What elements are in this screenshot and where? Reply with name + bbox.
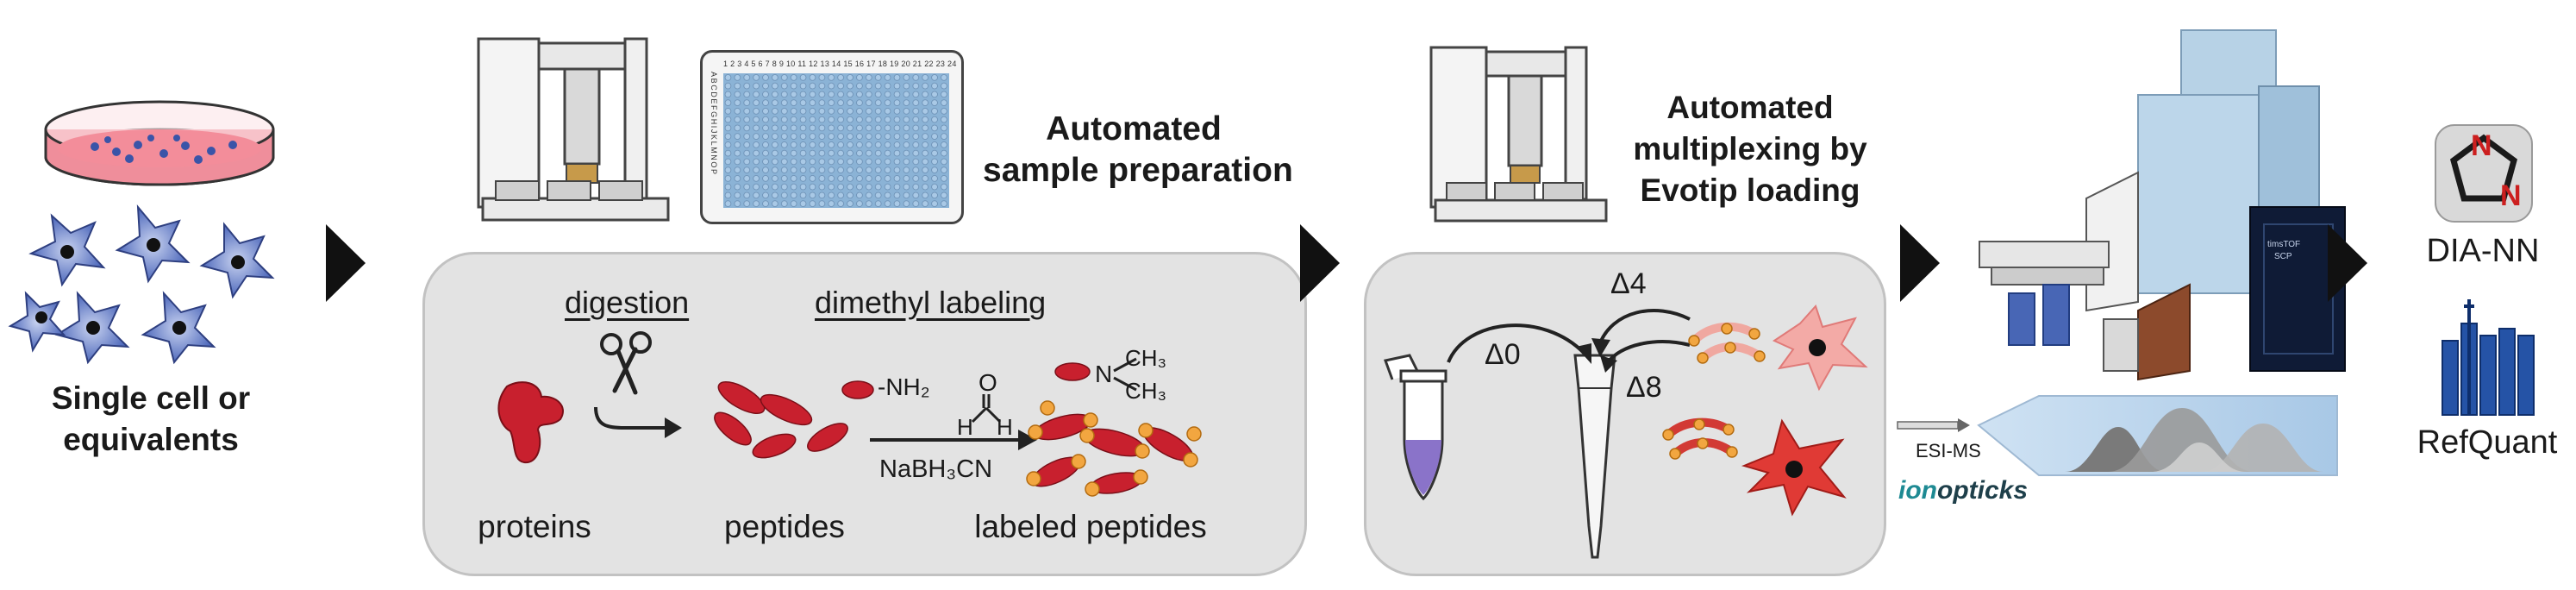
labeled-peptides-label: labeled peptides — [974, 509, 1207, 544]
delta0-label: Δ0 — [1485, 338, 1521, 371]
dimethyl-bonds — [1113, 357, 1137, 392]
step-arrow-icon — [1300, 224, 1340, 302]
methyl-bottom: CH₃ — [1125, 378, 1167, 404]
dia-nn-app-icon — [2435, 124, 2533, 223]
labeling-arrow — [870, 430, 1037, 450]
formaldehyde-h-left: H — [957, 414, 973, 440]
sample-tube-icon — [1384, 354, 1447, 501]
step3-title-line2: multiplexing by — [1633, 131, 1867, 166]
dimethyl-labeling-label: dimethyl labeling — [815, 285, 1047, 320]
refquant-label: RefQuant — [2417, 424, 2558, 461]
formaldehyde-bonds — [971, 394, 1002, 424]
dimethyl-n: N — [1095, 361, 1113, 387]
formaldehyde-oxygen: O — [979, 369, 997, 396]
ms-label1: timsTOF — [2267, 240, 2301, 249]
petri-dish-icon — [44, 100, 275, 186]
proteins-label: proteins — [478, 509, 591, 544]
brand-part-b: opticks — [1937, 476, 2029, 505]
digestion-arrow — [594, 406, 682, 438]
scissors-icon — [600, 331, 652, 395]
ionopticks-logo: ionopticks — [1898, 476, 2028, 505]
nh2-text: NH₂ — [885, 373, 930, 400]
nh2-label: -NH₂ — [878, 373, 930, 400]
dimethyl-peptide-icon — [1054, 362, 1091, 381]
plate-row-letters: ABCDEFGHIJKLMNOP — [710, 72, 718, 176]
pink-cell-icon — [1772, 304, 1868, 392]
multiplexing-panel — [1364, 252, 1886, 576]
peptides-label: peptides — [724, 509, 845, 544]
reagent-label: NaBH₃CN — [879, 455, 993, 483]
plate-column-numbers: 1 2 3 4 5 6 7 8 9 10 11 12 13 14 15 16 1… — [723, 60, 957, 68]
amine-peptide-icon — [841, 380, 874, 399]
sample-prep-panel — [422, 252, 1307, 576]
protein-icon — [497, 381, 564, 464]
methyl-top: CH₃ — [1125, 345, 1167, 371]
ms-label2: SCP — [2274, 252, 2292, 261]
esi-spray-icon — [1897, 395, 2338, 476]
labeled-peptides-icon — [1026, 400, 1202, 497]
labeled-peptides-small-icon — [1662, 417, 1738, 460]
dia-nn-label: DIA-NN — [2426, 233, 2540, 269]
red-cell-icon — [1741, 418, 1847, 517]
delta8-label: Δ8 — [1626, 371, 1662, 404]
step1-label: Single cell or equivalents — [51, 380, 251, 457]
mass-spectrometer-icon — [1979, 29, 2346, 381]
multiplex-arrows — [1447, 309, 1691, 373]
digestion-label: digestion — [565, 285, 690, 320]
liquid-handler-icon — [477, 37, 670, 222]
peptide-fragments-icon — [714, 381, 848, 459]
step-arrow-icon — [2328, 224, 2367, 302]
labeled-peptides-small-icon — [1688, 322, 1766, 364]
well-plate: 1 2 3 4 5 6 7 8 9 10 11 12 13 14 15 16 1… — [700, 50, 964, 224]
liquid-handler-icon — [1429, 46, 1608, 223]
evotip-icon — [1573, 354, 1616, 559]
dia-nn-icon-n-bottom: N — [2500, 179, 2522, 212]
dia-nn-icon-n-top: N — [2471, 129, 2492, 162]
step-arrow-icon — [1900, 224, 1940, 302]
delta4-label: Δ4 — [1610, 267, 1647, 300]
esi-ms-label: ESI-MS — [1916, 440, 1981, 461]
refquant-icon — [2442, 299, 2535, 416]
brand-part-a: ion — [1898, 476, 1937, 505]
step3-title-line1: Automated — [1666, 90, 1834, 125]
step2-title-line2: sample preparation — [983, 152, 1293, 189]
plate-wells — [723, 73, 949, 208]
step2-title-line1: Automated — [1046, 110, 1222, 148]
formaldehyde-h-right: H — [997, 414, 1013, 440]
step3-title-line3: Evotip loading — [1640, 173, 1860, 208]
step-arrow-icon — [326, 224, 366, 302]
cell-cluster-icon — [8, 204, 275, 365]
